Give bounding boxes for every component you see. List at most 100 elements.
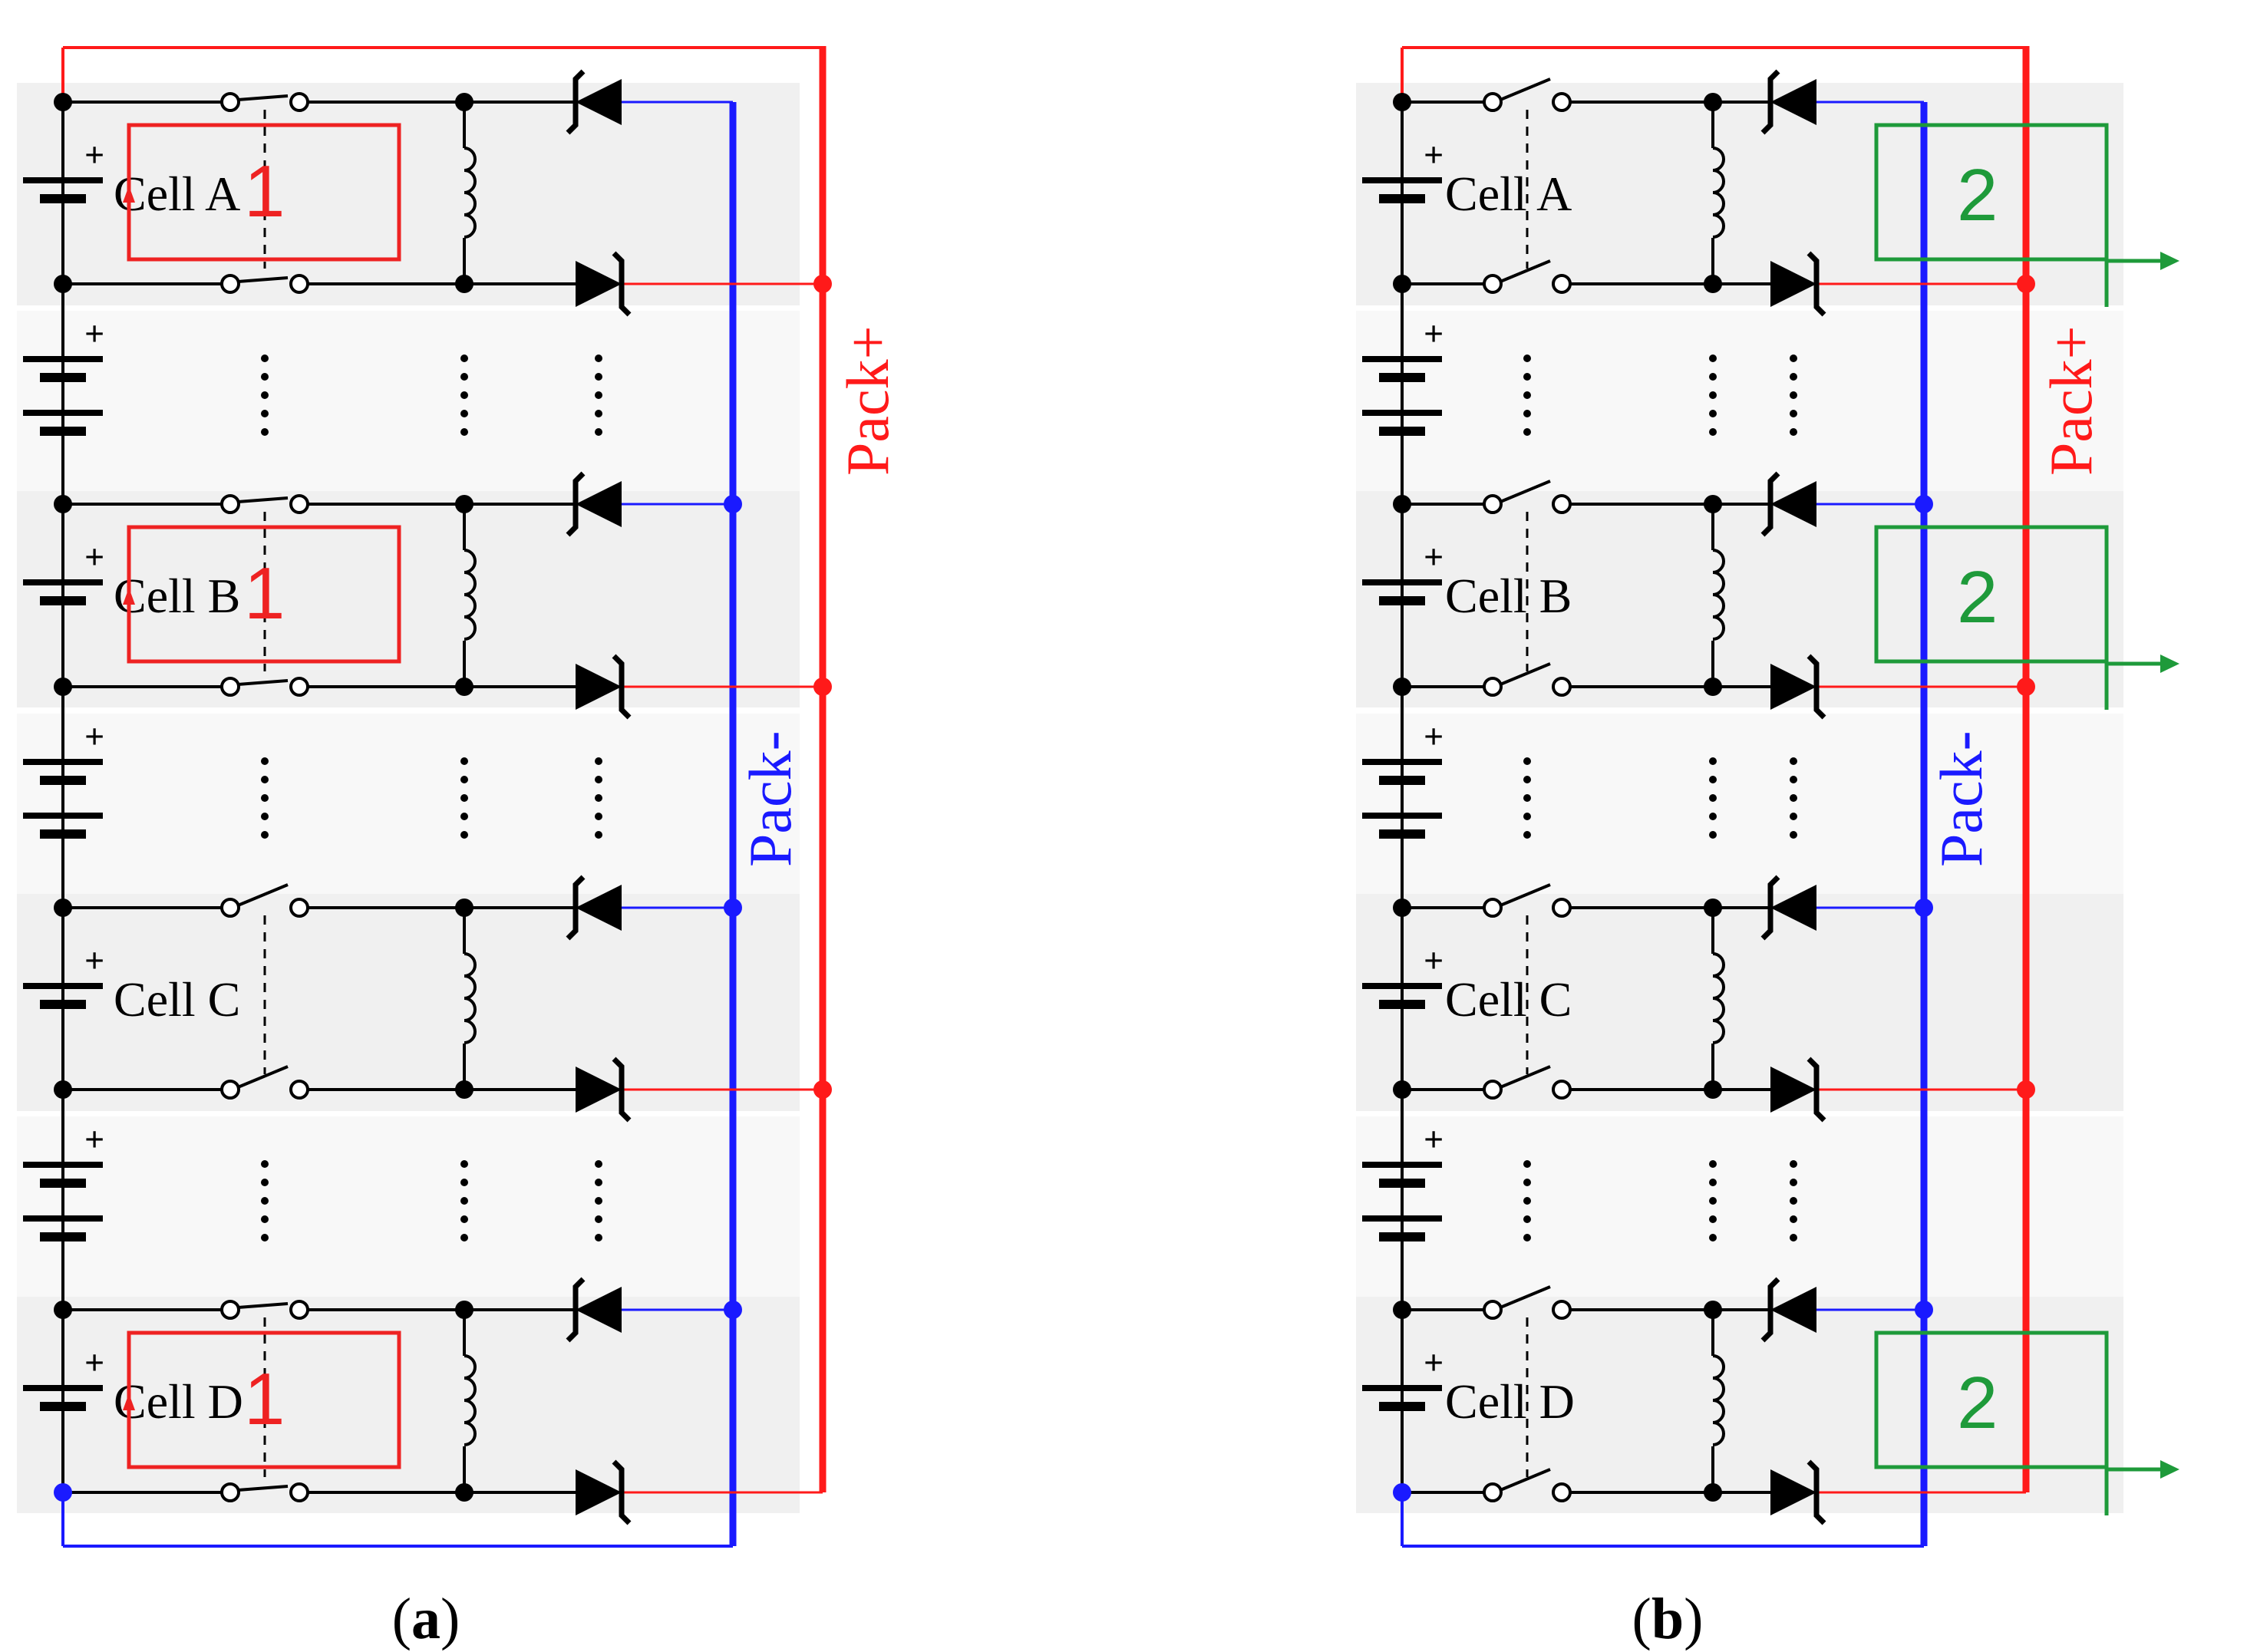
switch-contact: [289, 898, 309, 918]
continuation-dot: [261, 428, 269, 436]
continuation-dot: [595, 373, 602, 381]
switch-contact: [289, 677, 309, 697]
switch-blade: [237, 276, 289, 283]
continuation-dot: [1523, 391, 1531, 399]
continuation-dot: [595, 1160, 602, 1168]
loop-number: 2: [1957, 1362, 1998, 1444]
cell-label: Cell D: [114, 1374, 243, 1429]
junction-dot: [724, 1301, 742, 1319]
junction-dot: [1393, 495, 1411, 513]
junction-dot: [724, 495, 742, 513]
diode-triangle: [576, 664, 622, 710]
switch-blade: [1500, 883, 1551, 907]
battery-plate-long: [23, 177, 103, 183]
switch-blade: [237, 1302, 289, 1309]
battery-plate-short: [1379, 1000, 1425, 1009]
battery-plate-long: [1362, 1385, 1442, 1391]
continuation-dot: [1523, 776, 1531, 783]
gap-background: [1356, 1116, 2123, 1297]
continuation-dot: [1790, 1234, 1797, 1241]
battery-plate-short: [1379, 1179, 1425, 1188]
continuation-dot: [1790, 1215, 1797, 1223]
continuation-dot: [1523, 1197, 1531, 1205]
continuation-dot: [595, 354, 602, 362]
pack-positive-label: Pack+: [834, 325, 901, 476]
switch-contact: [220, 677, 240, 697]
continuation-dot: [1709, 776, 1717, 783]
junction-dot: [1393, 1483, 1411, 1502]
pack-positive-label: Pack+: [2037, 325, 2104, 476]
junction-dot: [1393, 275, 1411, 293]
battery-plate-long: [1362, 1215, 1442, 1222]
battery-plate-short: [1379, 776, 1425, 785]
continuation-dot: [595, 1215, 602, 1223]
diode-schottky-bar: [1760, 1277, 1780, 1343]
battery-plus-sign: +: [1424, 717, 1444, 756]
continuation-dot: [1790, 1179, 1797, 1186]
continuation-dot: [460, 1160, 468, 1168]
battery-plate-long: [23, 579, 103, 585]
diode-schottky-bar: [566, 69, 586, 135]
continuation-dot: [261, 354, 269, 362]
switch-blade: [237, 1065, 289, 1089]
block-background: [17, 1291, 800, 1513]
inductor-coil: [1712, 549, 1725, 641]
continuation-dot: [1709, 1160, 1717, 1168]
continuation-dot: [261, 410, 269, 417]
battery-plus-sign: +: [1424, 1119, 1444, 1159]
continuation-dot: [1709, 391, 1717, 399]
continuation-dot: [1709, 1234, 1717, 1241]
current-loop-2: [1874, 1331, 2109, 1515]
diode-triangle: [1770, 1469, 1816, 1515]
diode-triangle: [576, 1067, 622, 1113]
switch-contact: [1552, 92, 1572, 112]
diode-triangle: [1770, 261, 1816, 307]
loop-arrow: [123, 1393, 135, 1410]
battery-plate-short: [40, 1000, 86, 1009]
continuation-dot: [1523, 354, 1531, 362]
diode-triangle: [576, 79, 622, 125]
cell-label: Cell B: [1445, 569, 1572, 623]
battery-plate-short: [40, 373, 86, 382]
continuation-dot: [1790, 391, 1797, 399]
continuation-dot: [460, 410, 468, 417]
switch-blade: [1500, 1285, 1551, 1309]
diode-schottky-bar: [1807, 1459, 1826, 1525]
junction-dot: [813, 275, 832, 293]
continuation-dot: [595, 776, 602, 783]
continuation-dot: [460, 391, 468, 399]
diode-schottky-bar: [1760, 875, 1780, 941]
continuation-dot: [460, 373, 468, 381]
diode-schottky-bar: [1760, 69, 1780, 135]
battery-plate-short: [40, 776, 86, 785]
diode-triangle: [576, 885, 622, 931]
battery-plate-short: [40, 1179, 86, 1188]
continuation-dot: [261, 794, 269, 802]
switch-contact: [220, 898, 240, 918]
loop-number: 2: [1957, 556, 1998, 638]
diode-schottky-bar: [566, 471, 586, 537]
continuation-dot: [1790, 794, 1797, 802]
inductor-coil: [464, 1354, 477, 1446]
block-background: [1356, 83, 2123, 305]
continuation-dot: [261, 1215, 269, 1223]
battery-plate-long: [1362, 813, 1442, 819]
junction-dot: [813, 1080, 832, 1099]
switch-contact: [1483, 92, 1503, 112]
continuation-dot: [261, 1179, 269, 1186]
switch-contact: [220, 494, 240, 514]
junction-dot: [813, 678, 832, 696]
cell-label: Cell B: [114, 569, 240, 623]
switch-contact: [1552, 1482, 1572, 1502]
battery-plate-long: [23, 1162, 103, 1168]
battery-plus-sign: +: [1424, 537, 1444, 576]
switch-blade: [237, 496, 289, 503]
junction-dot: [54, 899, 72, 917]
diode-schottky-bar: [1807, 251, 1826, 317]
switch-contact: [289, 1300, 309, 1320]
switch-contact: [1552, 274, 1572, 294]
continuation-dot: [460, 776, 468, 783]
caption-letter: a: [411, 1587, 440, 1651]
switch-contact: [1552, 494, 1572, 514]
continuation-dot: [595, 1179, 602, 1186]
